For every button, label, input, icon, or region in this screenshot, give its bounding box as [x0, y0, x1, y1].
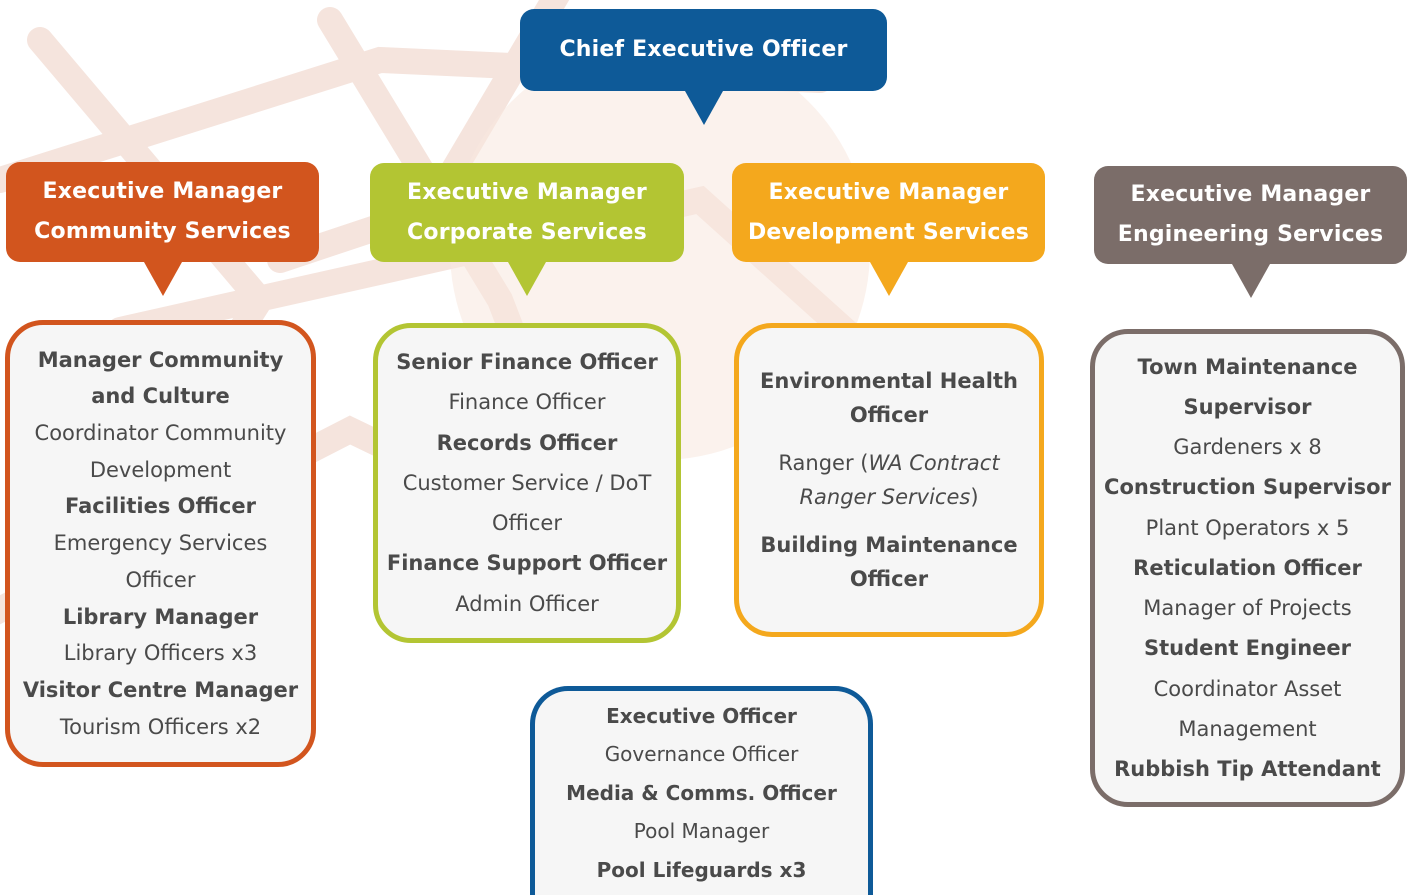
role: and Culture	[91, 384, 230, 409]
role: Supervisor	[1183, 395, 1312, 420]
role: Gardeners x 8	[1173, 435, 1322, 460]
role: Tourism Officers x2	[59, 714, 262, 739]
role: Environmental Health	[760, 369, 1018, 393]
role: Student Engineer	[1143, 636, 1351, 661]
role: Reticulation Officer	[1133, 555, 1362, 580]
ceo-title: Chief Executive Officer	[559, 37, 848, 62]
role: Executive Officer	[606, 704, 797, 728]
community-services-callout: Executive Manager Community Services	[6, 162, 319, 262]
development-services-callout: Executive Manager Development Services	[732, 163, 1045, 262]
role: Pool Lifeguards x3	[596, 857, 807, 882]
engineering-services-callout: Executive Manager Engineering Services	[1094, 166, 1407, 264]
development-services-title-line-1: Executive Manager	[768, 179, 1009, 205]
role: Records Officer	[436, 430, 618, 455]
role: Admin Officer	[455, 591, 599, 616]
executive-office-roles: Executive Officer Governance Officer Med…	[530, 686, 873, 895]
role: Manager Community	[37, 347, 284, 372]
role: Facilities Officer	[65, 494, 256, 519]
engineering-services-title-line-1: Executive Manager	[1130, 182, 1371, 207]
role: Media & Comms. Officer	[566, 780, 837, 805]
engineering-services-title-line-2: Engineering Services	[1117, 222, 1384, 247]
corporate-services-callout: Executive Manager Corporate Services	[370, 163, 684, 262]
role: Library Officers x3	[63, 641, 258, 666]
role: Ranger (WA Contract	[778, 446, 999, 480]
role-text: Ranger (	[778, 451, 869, 475]
role: Governance Officer	[604, 742, 799, 767]
role-text-italic: Ranger Services	[799, 485, 971, 509]
ceo-callout: Chief Executive Officer	[520, 9, 887, 91]
role: Coordinator Asset	[1153, 676, 1342, 701]
role-text-italic: WA Contract	[868, 451, 1000, 475]
engineering-services-roles: Town Maintenance Supervisor Gardeners x …	[1090, 329, 1405, 807]
role: Customer Service / DoT	[402, 470, 652, 495]
role: Officer	[849, 567, 929, 591]
role: Manager of Projects	[1143, 596, 1352, 621]
role: Officer	[125, 567, 196, 592]
role: Construction Supervisor	[1104, 475, 1391, 500]
role: Officer	[849, 403, 929, 427]
role: Rubbish Tip Attendant	[1114, 756, 1381, 781]
role: Ranger Services)	[799, 480, 978, 514]
role: Development	[89, 457, 232, 482]
role: Pool Manager	[633, 819, 770, 844]
corporate-services-roles: Senior Finance Officer Finance Officer R…	[373, 323, 681, 643]
role: Management	[1178, 716, 1317, 741]
development-services-roles: Environmental Health Officer Ranger (WA …	[734, 323, 1044, 637]
role: Finance Officer	[448, 390, 606, 415]
role: Plant Operators x 5	[1145, 515, 1350, 540]
role: Emergency Services	[53, 531, 268, 556]
development-services-title-line-2: Development Services	[747, 219, 1030, 245]
role-text-suffix: )	[970, 485, 979, 509]
role: Building Maintenance	[760, 533, 1018, 557]
corporate-services-title-line-2: Corporate Services	[407, 219, 647, 245]
role: Visitor Centre Manager	[22, 677, 299, 702]
corporate-services-title-line-1: Executive Manager	[407, 179, 647, 205]
role: Senior Finance Officer	[396, 350, 658, 375]
role: Finance Support Officer	[386, 551, 668, 576]
role: Coordinator Community	[34, 421, 287, 446]
role: Town Maintenance	[1137, 354, 1358, 379]
community-services-roles: Manager Community and Culture Coordinato…	[5, 320, 316, 767]
role: Officer	[492, 511, 562, 536]
community-services-title-line-2: Community Services	[34, 219, 291, 244]
community-services-title-line-1: Executive Manager	[42, 179, 283, 204]
role: Library Manager	[62, 604, 259, 629]
